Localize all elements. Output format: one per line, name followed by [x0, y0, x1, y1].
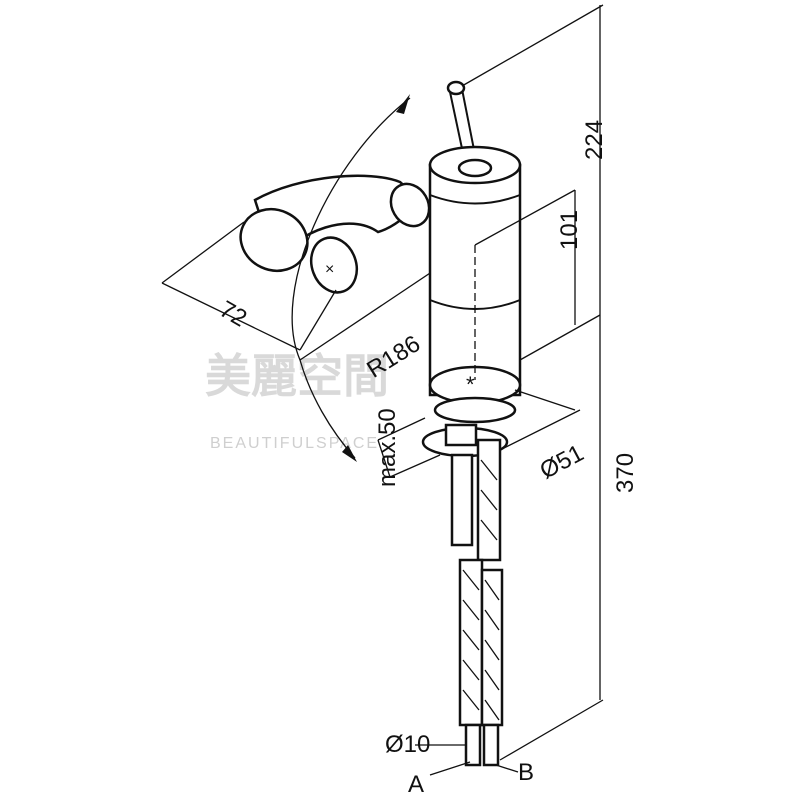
label-a: A [408, 771, 424, 798]
dimension-10: Ø10 A B [385, 731, 534, 798]
dim-224-label: 224 [581, 120, 608, 160]
supply-hoses [450, 438, 504, 767]
dimension-370: 370 [499, 315, 639, 761]
dim-72-label: 72 [215, 296, 252, 333]
dim-max50-label: max.50 [374, 408, 401, 487]
dimension-max50: max.50 [374, 408, 441, 487]
watermark-english: BEAUTIFULSPACE [210, 435, 379, 452]
watermark-chinese: 美麗空間 [205, 349, 389, 403]
handle-lever: × [239, 174, 431, 294]
dimension-51: Ø51 [499, 389, 588, 485]
dim-r186-label: R186 [362, 330, 425, 383]
label-b: B [518, 759, 534, 786]
dim-10-label: Ø10 [385, 731, 430, 758]
faucet-body: * [428, 80, 522, 424]
svg-text:*: * [466, 372, 475, 397]
dimension-101: 101 [474, 189, 601, 361]
dim-51-label: Ø51 [535, 440, 588, 485]
dim-101-label: 101 [556, 210, 583, 250]
watermark: 美麗空間 BEAUTIFULSPACE [205, 349, 389, 452]
dim-370-label: 370 [612, 453, 639, 493]
svg-text:×: × [325, 261, 334, 278]
dimension-224: 224 [461, 4, 608, 315]
